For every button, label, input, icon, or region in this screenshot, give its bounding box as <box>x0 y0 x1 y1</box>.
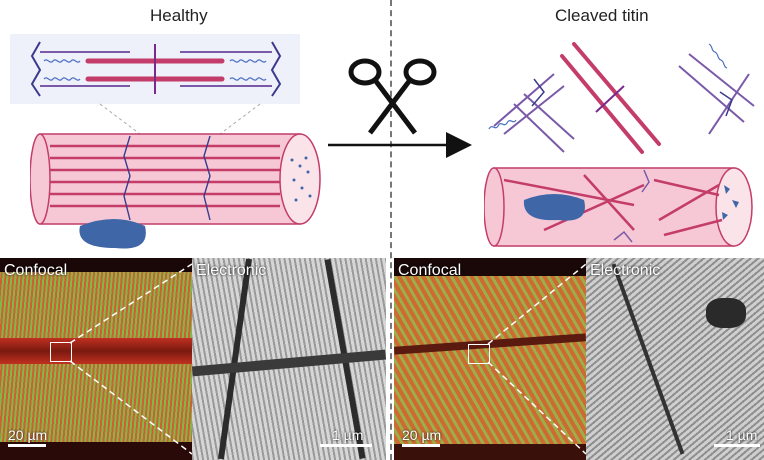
cleaved-electronic-label: Electronic <box>590 262 661 279</box>
healthy-confocal-scalebar <box>8 444 46 447</box>
cleaved-zoom-lines <box>487 263 587 455</box>
healthy-sarcomere-diagram <box>10 34 300 104</box>
cleaved-electron-image: Electronic 1 µm <box>586 258 764 460</box>
scissors-icon <box>348 58 437 135</box>
healthy-confocal-label: Confocal <box>4 262 68 279</box>
healthy-electron-scale: 1 µm <box>332 427 364 443</box>
healthy-electronic-label: Electronic <box>196 262 267 279</box>
cleaved-sarcomere-diagram <box>488 42 755 154</box>
healthy-electron-image: Electronic 1 µm <box>192 258 386 460</box>
cleaved-electron-scalebar <box>714 444 760 447</box>
cleaved-confocal-scalebar <box>402 444 440 447</box>
healthy-muscle-fiber <box>30 103 321 249</box>
cleaved-confocal-image: Confocal 20 µm <box>394 258 586 460</box>
cleaved-muscle-fiber <box>484 167 753 247</box>
healthy-zoom-lines <box>69 263 193 455</box>
healthy-title: Healthy <box>150 6 208 25</box>
cleaved-confocal-label: Confocal <box>398 262 462 279</box>
healthy-confocal-image: Confocal 20 µm <box>0 258 192 460</box>
center-divider <box>390 0 392 460</box>
arrow-right-icon <box>328 132 472 158</box>
healthy-confocal-scale: 20 µm <box>8 427 48 443</box>
cleaved-titin-title: Cleaved titin <box>555 6 649 25</box>
cleaved-electron-scale: 1 µm <box>726 427 758 443</box>
cleaved-confocal-scale: 20 µm <box>402 427 442 443</box>
healthy-electron-scalebar <box>320 444 372 447</box>
